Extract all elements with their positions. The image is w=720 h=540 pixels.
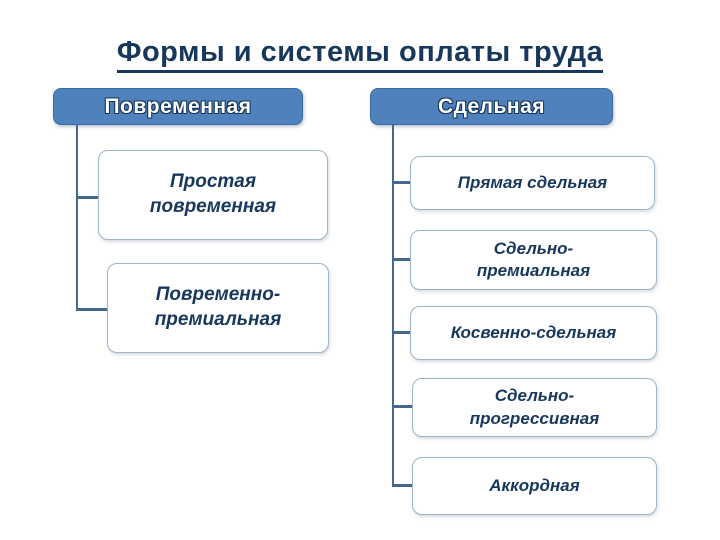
connector-stub-piece-progressive [392,405,412,408]
time-based-branch-label: Повременная [104,94,252,118]
node-simple-time-based: Простая повременная [98,150,328,240]
node-piece-progressive-label: Сдельно- прогрессивная [469,386,600,428]
node-indirect-piece-rate-label: Косвенно-сдельная [450,322,617,342]
node-piece-premium: Сдельно- премиальная [410,230,657,290]
piece-rate-branch-label: Сдельная [437,94,546,118]
node-direct-piece-rate-label: Прямая сдельная [457,172,608,192]
node-time-premium-label: Повременно- премиальная [154,284,282,330]
node-piece-premium-label: Сдельно- премиальная [476,238,591,280]
node-lump-sum-label: Аккордная [489,475,580,495]
connector-stub-time-premium [76,308,107,311]
connector-stub-piece-premium [392,258,410,261]
time-based-branch-header: Повременная [53,88,303,125]
node-piece-progressive: Сдельно- прогрессивная [412,378,657,437]
node-indirect-piece-rate: Косвенно-сдельная [410,306,657,360]
connector-stub-direct-piece-rate [392,181,410,184]
page-title: Формы и системы оплаты труда [116,36,604,73]
title-row: Формы и системы оплаты труда [0,36,720,73]
connector-vertical-left [76,125,78,311]
node-simple-time-based-label: Простая повременная [149,171,277,217]
connector-stub-lump-sum [392,484,412,487]
node-time-premium: Повременно- премиальная [107,263,329,353]
node-direct-piece-rate: Прямая сдельная [410,156,655,210]
node-lump-sum: Аккордная [412,457,657,515]
connector-stub-simple-time-based [76,196,98,199]
connector-stub-indirect-piece-rate [392,331,410,334]
connector-vertical-right [392,125,394,487]
piece-rate-branch-header: Сдельная [370,88,613,125]
